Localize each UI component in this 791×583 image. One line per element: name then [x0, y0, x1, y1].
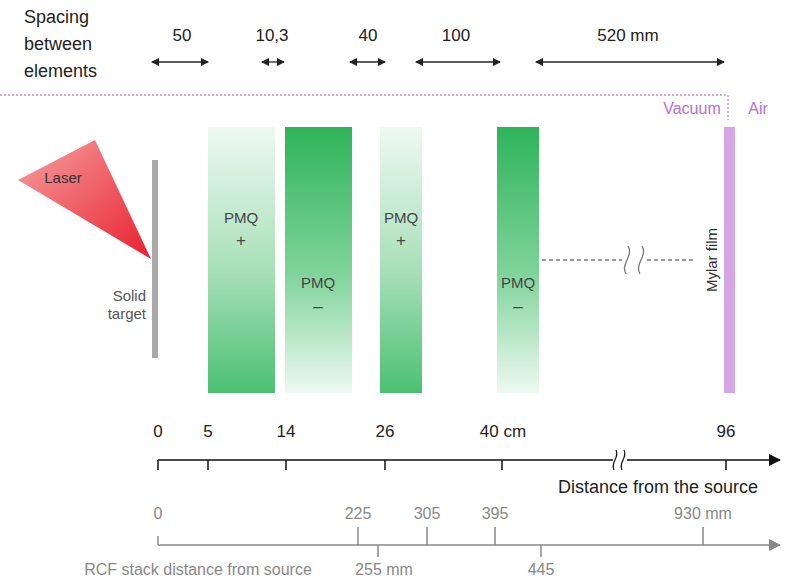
tick: [384, 460, 386, 470]
tick: [725, 460, 727, 470]
dimension-label: 5: [203, 422, 212, 442]
axis-line: [158, 459, 780, 461]
axis-break: [613, 448, 627, 472]
target-foil: [152, 160, 158, 358]
dimension-arrow: [536, 61, 724, 62]
heading-label: Spacing between elements: [24, 4, 136, 85]
vacuum-boundary: [0, 95, 728, 120]
dimension-label: RCF stack distance from source: [84, 560, 312, 579]
dimension-label: 0: [154, 504, 163, 523]
tick: [157, 460, 159, 470]
node-text: +: [396, 231, 406, 251]
beamline-connector: [542, 259, 696, 260]
dimension-arrow: [262, 61, 284, 62]
dimension-arrow: [416, 61, 500, 62]
dimension-label: 10,3: [255, 26, 288, 46]
tick: [207, 460, 209, 470]
dimension-label: 520 mm: [597, 26, 658, 46]
dimension-arrow: [152, 61, 208, 62]
dimension-label: 255 mm: [355, 560, 413, 579]
node-text: Laser: [44, 169, 82, 187]
tick: [357, 527, 359, 545]
dimension-label: 930 mm: [674, 504, 732, 523]
dimension-label: 96: [717, 422, 736, 442]
tick: [377, 545, 379, 557]
dimension-label: 26: [376, 422, 395, 442]
dimension-label: 395: [482, 504, 509, 523]
dimension-label: 14: [277, 422, 296, 442]
tick: [426, 527, 428, 545]
dimension-label: 225: [345, 504, 372, 523]
spacing-arrows: [152, 61, 724, 62]
node-text: Solid target: [96, 287, 146, 323]
tick: [540, 545, 542, 557]
laser-cone: [18, 138, 153, 262]
axis-line: [158, 544, 780, 546]
mylar-film: Mylar film: [698, 127, 738, 393]
quadrupole-magnet: PMQ –: [285, 127, 352, 393]
dimension-label: 40: [359, 26, 378, 46]
node-text: –: [513, 297, 522, 317]
dimension-label: 445: [528, 560, 555, 579]
dimension-label: 0: [153, 422, 162, 442]
tick: [702, 527, 704, 545]
quadrupole-magnet: PMQ +: [380, 127, 422, 393]
node-text: –: [313, 297, 322, 317]
tick: [157, 536, 159, 545]
node-text: PMQ: [224, 209, 258, 227]
dimension-arrow: [350, 61, 385, 62]
break-gap: [622, 244, 646, 276]
break-mark: [624, 246, 643, 274]
distance-axis: [158, 460, 780, 470]
dimension-label: 50: [173, 26, 192, 46]
node-text: PMQ: [501, 274, 535, 292]
dimension-label: 100: [442, 26, 470, 46]
tick: [494, 527, 496, 545]
node-text: PMQ: [384, 209, 418, 227]
quadrupole-magnet: PMQ +: [208, 127, 275, 393]
solid-target: Solid target: [96, 160, 160, 358]
dimension-label: Distance from the source: [558, 477, 758, 499]
laser-beam: Laser: [18, 138, 153, 262]
tick: [501, 460, 503, 470]
node-text: +: [236, 231, 246, 251]
dimension-label: Vacuum: [663, 99, 721, 118]
laser-shape: [18, 140, 151, 259]
dimension-label: 40 cm: [480, 422, 526, 442]
tick: [285, 460, 287, 470]
dimension-label: 305: [414, 504, 441, 523]
dimension-label: Air: [748, 99, 768, 118]
rcf-axis: [158, 527, 780, 557]
film-strip: [724, 127, 735, 393]
node-text: Mylar film: [703, 228, 721, 292]
node-text: PMQ: [301, 274, 335, 292]
quadrupole-magnet: PMQ –: [497, 127, 539, 393]
